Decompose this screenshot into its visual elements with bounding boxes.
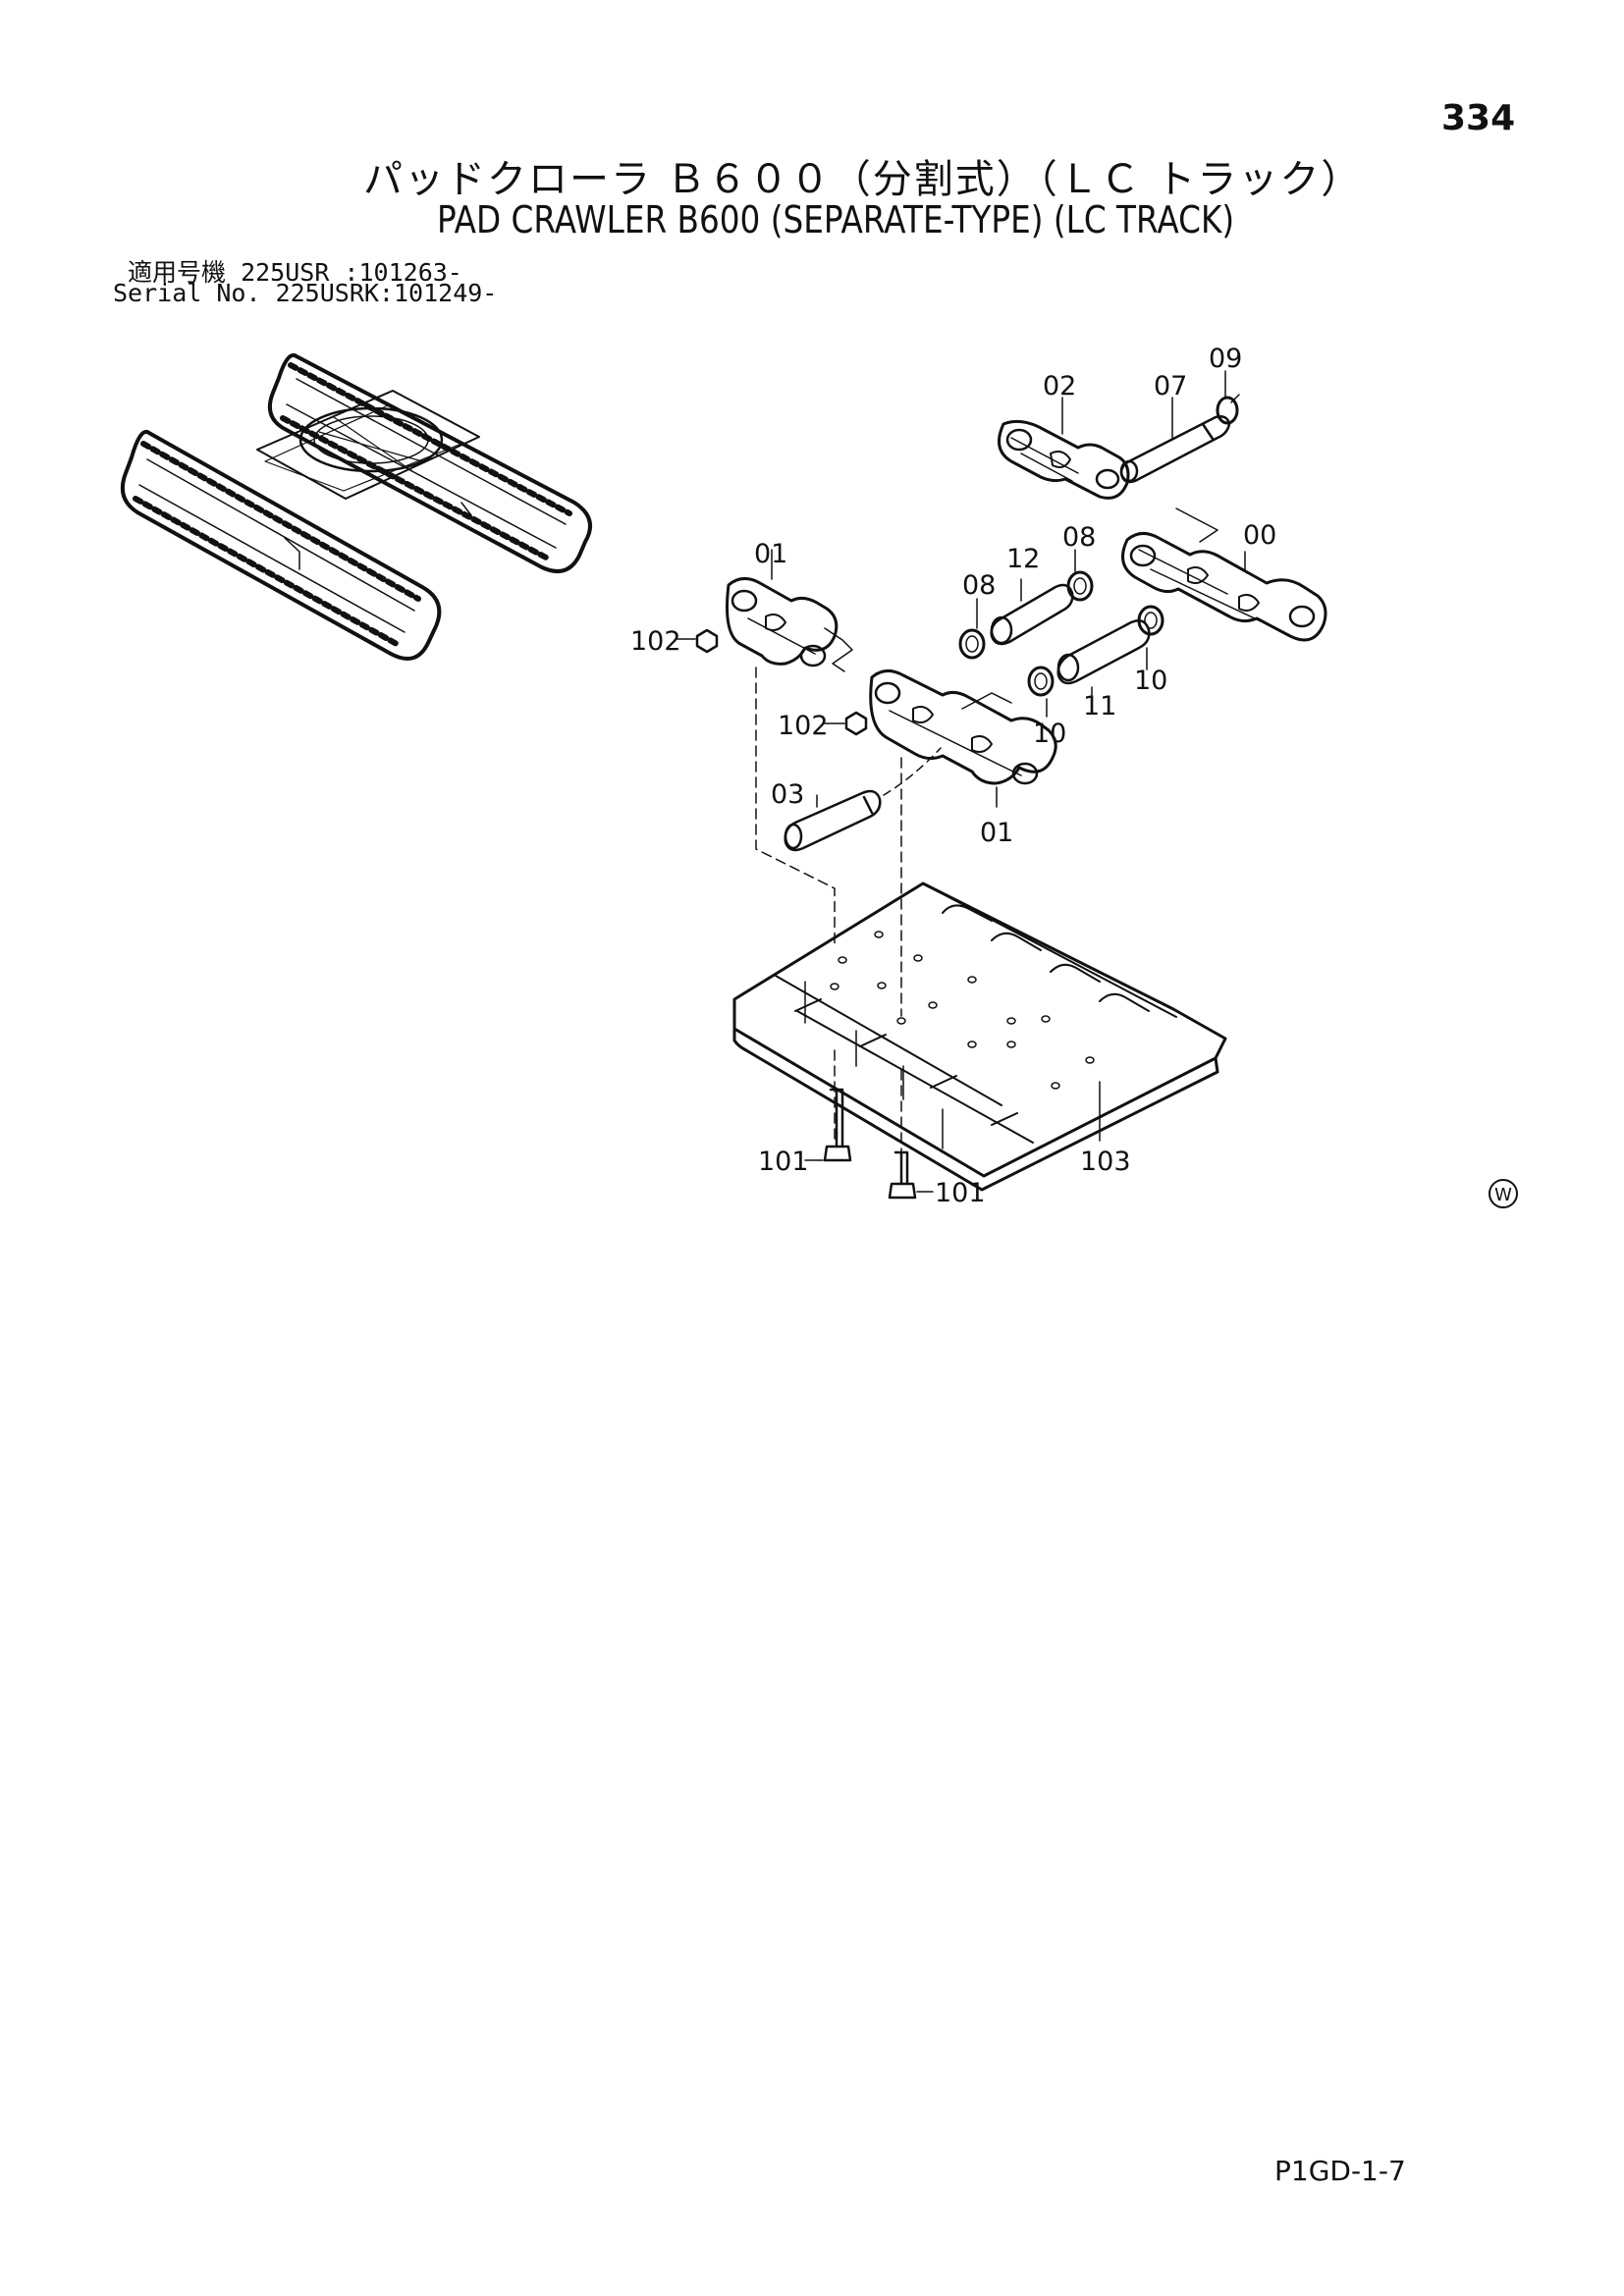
callout-01-lower: 01 [980,818,1013,848]
callout-09: 09 [1209,344,1242,374]
corner-w-mark: W [1489,1179,1518,1208]
footer-page-code: P1GD-1-7 [1274,2155,1406,2187]
serial-label-en: Serial No. [113,279,261,307]
callout-102-upper: 102 [630,626,681,657]
undercarriage-overview-illustration [121,352,593,662]
callout-08-upper: 08 [1062,522,1096,553]
callout-11: 11 [1083,691,1116,721]
nut-102-parts [677,628,868,736]
callout-07: 07 [1154,371,1187,401]
bolt-101-parts [804,1088,934,1200]
serial-value-1: 225USR :101263- [241,258,462,287]
serial-line-2: Serial No. 225USRK:101249- [113,279,497,307]
callout-08-lower: 08 [962,570,996,601]
link-02-illustration [998,370,1240,500]
bush-seal-parts-upper [958,549,1164,718]
track-shoe-pad-103-illustration [732,881,1227,1192]
link-01-upper-illustration [726,549,853,672]
link-01-lower-illustration [869,669,1057,808]
serial-label-jp: 適用号機 [128,258,227,287]
callout-101-left: 101 [758,1147,809,1177]
callout-12: 12 [1006,544,1040,574]
page-number: 334 [1441,98,1516,138]
serial-line-1: 適用号機 225USR :101263- [128,253,462,289]
callout-02: 02 [1043,371,1076,401]
alignment-lines [755,667,902,1164]
callout-102-lower: 102 [778,711,829,741]
callout-10-left: 10 [1033,719,1066,749]
callout-00: 00 [1243,520,1276,551]
title-japanese: パッドクローラ Ｂ６００（分割式）（ＬＣ トラック） [363,157,1363,202]
callout-101-right: 101 [935,1178,986,1208]
callout-10-right: 10 [1134,666,1167,696]
link-00-illustration [1121,507,1327,642]
callout-03: 03 [771,779,804,810]
title-english: PAD CRAWLER B600 (SEPARATE-TYPE) (LC TRA… [437,198,1235,241]
callout-01-upper: 01 [754,539,787,569]
serial-value-2: 225USRK:101249- [275,279,498,307]
corner-mark-letter: W [1494,1185,1512,1205]
callout-103: 103 [1080,1147,1131,1177]
pin-03-illustration [784,747,942,852]
